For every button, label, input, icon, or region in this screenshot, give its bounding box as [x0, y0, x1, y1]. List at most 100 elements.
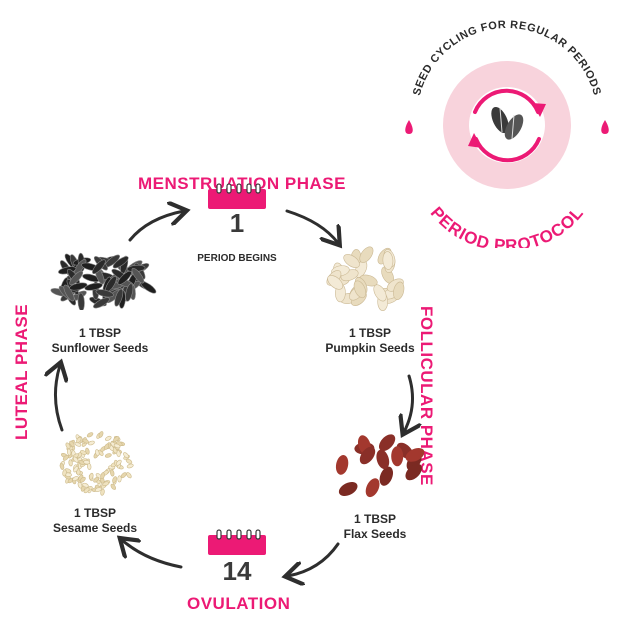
seed — [98, 431, 104, 438]
seed — [126, 463, 134, 469]
seed — [62, 455, 69, 461]
seed — [131, 267, 145, 284]
seed — [393, 281, 405, 300]
luteal-phase-label: LUTEAL PHASE — [12, 303, 31, 440]
seed — [110, 483, 117, 490]
sunflower-amount: 1 TBSP — [78, 326, 121, 340]
seed — [95, 289, 114, 298]
seed — [378, 434, 396, 452]
seed — [77, 292, 85, 310]
seed — [116, 450, 121, 458]
flax-seeds-icon — [335, 434, 425, 498]
arrowhead — [468, 133, 482, 148]
seed — [125, 283, 134, 302]
sesame-seeds-label: 1 TBSP Sesame Seeds — [35, 506, 155, 536]
seed — [86, 432, 94, 438]
sesame-name: Sesame Seeds — [52, 521, 138, 535]
calendar-icon — [208, 183, 266, 209]
arrowhead — [532, 103, 546, 117]
sunflower-name: Sunflower Seeds — [51, 341, 149, 355]
period-protocol-badge: SEED CYCLING FOR REGULAR PERIODS PERIOD … — [405, 19, 609, 248]
seed — [78, 459, 86, 466]
menstruation-phase-label: MENSTRUATION PHASE — [138, 174, 346, 193]
seed — [79, 450, 87, 455]
arrow-day1-to-pumpkin — [285, 209, 338, 243]
seed — [327, 275, 344, 290]
flax-amount: 1 TBSP — [353, 512, 396, 526]
seed — [359, 446, 376, 465]
seed — [84, 282, 103, 291]
seeds-cycle-icon — [491, 106, 524, 140]
arrow-flax-to-day14 — [288, 542, 340, 576]
sunflower-seeds-label: 1 TBSP Sunflower Seeds — [40, 326, 160, 356]
seed — [110, 469, 115, 477]
day-14-number: 14 — [222, 556, 252, 586]
pumpkin-name: Pumpkin Seeds — [325, 341, 415, 355]
seed — [391, 446, 404, 467]
seed — [93, 476, 100, 483]
seed — [88, 440, 95, 446]
seed — [72, 476, 79, 482]
seed — [365, 478, 380, 498]
seed — [115, 459, 122, 466]
arrow-day14-to-sesame — [122, 540, 183, 569]
calendar-icon — [208, 529, 266, 555]
seed — [113, 436, 120, 442]
seed — [82, 438, 89, 444]
seed — [73, 466, 79, 473]
drop-icon — [601, 120, 609, 134]
seed — [100, 488, 105, 496]
seed — [359, 246, 374, 263]
seed — [112, 256, 129, 269]
period-begins-label: PERIOD BEGINS — [197, 253, 277, 264]
pumpkin-amount: 1 TBSP — [348, 326, 391, 340]
ovulation-phase-label: OVULATION — [187, 594, 291, 613]
day-1-number: 1 — [229, 208, 245, 238]
pumpkin-seeds-label: 1 TBSP Pumpkin Seeds — [315, 326, 425, 356]
seed — [373, 284, 387, 302]
seed — [76, 436, 82, 444]
seed — [102, 481, 110, 486]
arrow-sunflower-to-day1 — [128, 211, 184, 242]
drop-icon — [405, 120, 413, 134]
seed — [112, 476, 117, 483]
seed — [123, 452, 129, 459]
seed — [63, 284, 75, 302]
sesame-seeds-icon — [59, 431, 134, 496]
seed — [65, 442, 71, 450]
seed — [92, 259, 106, 275]
seed — [114, 288, 124, 307]
seed — [338, 481, 358, 497]
seed — [72, 456, 79, 463]
seed — [343, 254, 360, 268]
sesame-amount: 1 TBSP — [73, 506, 116, 520]
seed — [376, 449, 390, 470]
seed — [69, 282, 88, 291]
seed — [89, 472, 94, 480]
seed — [405, 463, 422, 481]
seed — [104, 443, 110, 450]
seed — [68, 459, 73, 467]
seed — [126, 472, 132, 479]
seed — [117, 475, 122, 483]
seed — [66, 448, 72, 456]
seed — [79, 476, 86, 483]
seed — [93, 297, 110, 309]
flax-seeds-label: 1 TBSP Flax Seeds — [320, 512, 430, 542]
seed — [94, 487, 102, 492]
pumpkin-seeds-icon — [326, 246, 405, 312]
seed — [405, 448, 425, 462]
seed — [379, 466, 394, 486]
seed — [62, 469, 67, 477]
arrow-sesame-to-sunflower — [55, 365, 62, 432]
sunflower-seeds-icon — [50, 252, 157, 310]
seed — [69, 270, 84, 286]
seed — [335, 455, 349, 475]
seed — [353, 280, 367, 299]
seed — [100, 472, 105, 480]
seed — [95, 449, 100, 457]
seed — [105, 435, 112, 441]
seed — [69, 440, 75, 447]
